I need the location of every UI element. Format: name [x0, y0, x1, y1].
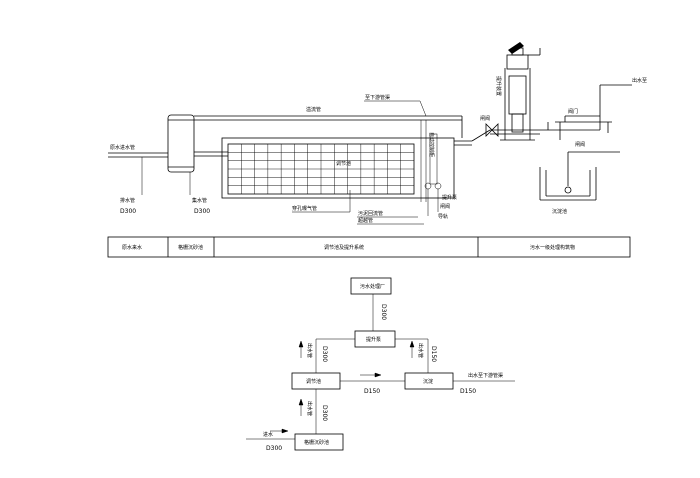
- pipe-right-dim: D150: [430, 346, 437, 362]
- box-right-label: 沉淀: [423, 378, 433, 385]
- box-bottom-label: 格栅沉砂池: [304, 439, 329, 446]
- tank-name: 调节池: [336, 160, 351, 167]
- tank-outlet-pipe: [454, 116, 540, 146]
- pipe-left-label: 出水管: [306, 343, 313, 358]
- cylinder-outlet-pipe: [194, 151, 228, 157]
- box-bottom: [294, 433, 344, 451]
- table-cell-2: 格栅沉砂池: [178, 244, 203, 251]
- mid-branch-label: 集水管: [192, 197, 207, 204]
- pipe-note-3: 超越管: [358, 217, 373, 224]
- pump-symbols: [424, 182, 442, 216]
- table-cell-3: 调节池及提升系统: [324, 244, 364, 251]
- process-table: [107, 236, 631, 258]
- gantry-label: 提升装置: [495, 76, 502, 96]
- lifting-pump-label: 提升泵: [442, 194, 457, 201]
- table-cell-1: 原水来水: [122, 244, 142, 251]
- gate-valve-label: 闸阀: [480, 115, 490, 122]
- vertical-note: 自动控制柜: [428, 132, 435, 157]
- overflow-pipe-label: 溢流管: [306, 106, 321, 113]
- gate-valve: [485, 123, 499, 137]
- out-dim: D150: [460, 388, 476, 395]
- inlet-pipe: [108, 152, 168, 158]
- pipe-right-label: 出水管: [417, 343, 424, 358]
- pipe-mid-dim: D150: [364, 388, 380, 395]
- box-top: [350, 277, 392, 295]
- right-pipe-network: [540, 84, 632, 140]
- regulating-tank: [221, 137, 455, 199]
- left-dim: D300: [120, 208, 136, 215]
- out-label: 出水至下游管渠: [468, 372, 503, 379]
- pipe-lower-label: 出水管: [306, 401, 313, 416]
- box-top-label: 污水处理厂: [360, 283, 385, 290]
- gate-side-label: 阀门: [568, 108, 578, 115]
- lifting-gantry: [500, 47, 541, 141]
- in-dim: D300: [266, 445, 282, 452]
- left-branch-label: 排水管: [120, 197, 135, 204]
- flowchart: 污水处理厂 提升泵 调节池 沉淀 格栅沉砂池 D300 出水管 D300 出水管…: [246, 277, 515, 452]
- sed-tank-label: 沉淀池: [552, 208, 567, 215]
- box-left-label: 调节池: [306, 378, 321, 385]
- box-mid-label: 提升泵: [366, 336, 381, 343]
- pipe-note-1: 穿孔曝气管: [292, 205, 317, 212]
- mid-dim: D300: [194, 208, 210, 215]
- motor-icon: [508, 42, 524, 54]
- pipe-top-dim: D300: [380, 304, 387, 320]
- outlet-text: 出水至: [632, 77, 647, 84]
- pipe-note-leaders: [292, 190, 424, 225]
- overflow-pipe: [194, 115, 462, 121]
- valve-bottom-label: 闸阀: [575, 141, 585, 148]
- flow-arrows: [270, 340, 415, 434]
- pipe-note-2: 污泥回流管: [358, 210, 383, 217]
- pipe-lower-dim: D300: [321, 405, 328, 421]
- sedimentation-tank: [539, 151, 620, 201]
- flow-connectors: [246, 294, 515, 440]
- pipe-left-dim: D300: [321, 346, 328, 362]
- inlet-pipe-label: 原水进水管: [110, 144, 135, 151]
- cylinder-tank: [167, 114, 195, 173]
- stopper-label: 闸阀: [440, 203, 450, 210]
- tank-grid: [228, 144, 414, 194]
- guide-rail-label: 导轨: [438, 213, 448, 220]
- top-note: 至下游管渠: [365, 94, 390, 101]
- in-label: 进水: [263, 431, 273, 438]
- top-note-leader-2: [419, 100, 427, 117]
- table-cell-4: 污水一级处理构筑物: [530, 244, 575, 251]
